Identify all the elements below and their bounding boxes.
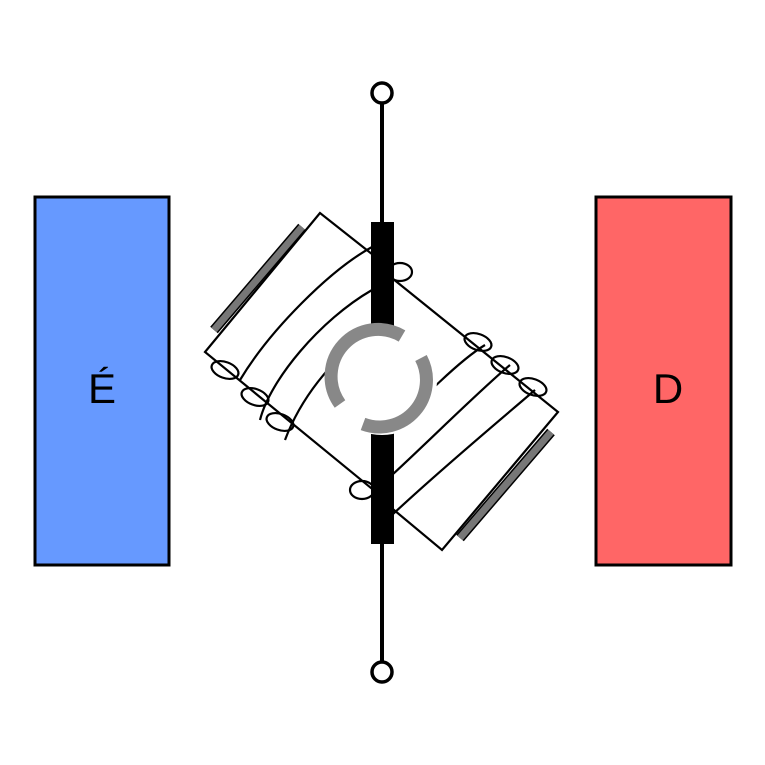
right-magnet-pole	[594, 195, 733, 567]
right-pole-label: D	[653, 365, 683, 412]
right-armature-coil	[380, 261, 560, 552]
bottom-terminal	[370, 660, 394, 684]
left-brush-plate-fill	[211, 224, 305, 333]
top-terminal	[370, 81, 394, 105]
commutator-segment-right	[360, 354, 433, 434]
left-pole-label: É	[88, 365, 116, 412]
left-magnet-pole	[33, 195, 171, 567]
commutator-segment-left	[324, 323, 406, 408]
commutator-segments	[324, 323, 433, 434]
right-brush-plate-fill	[457, 429, 554, 541]
